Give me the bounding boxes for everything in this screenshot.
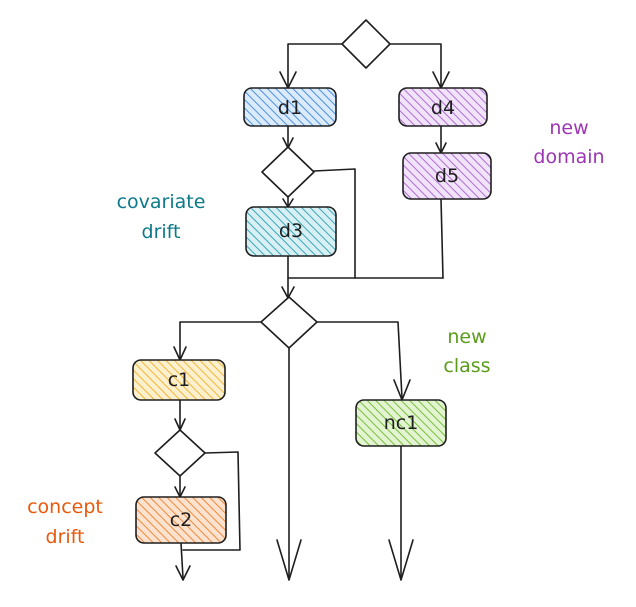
annotation-concept-drift: concept drift xyxy=(27,496,103,548)
decision-diamond-top xyxy=(341,19,391,69)
arrowhead-c2-out xyxy=(175,565,191,581)
arrowhead-center-out xyxy=(276,539,302,581)
node-c2: c2 xyxy=(135,496,227,544)
node-d1-label: d1 xyxy=(278,97,302,119)
annotation-concept-drift-line1: concept xyxy=(27,496,103,518)
edge-decision3-to-nc1 xyxy=(312,321,403,399)
edge-d5-down xyxy=(440,198,444,279)
node-nc1: nc1 xyxy=(355,399,447,447)
annotation-new-class-line2: class xyxy=(443,355,490,377)
annotation-new-domain: new domain xyxy=(533,117,604,168)
decision-diamond-covariate xyxy=(261,146,315,198)
node-d5-label: d5 xyxy=(435,165,459,187)
annotation-concept-drift-line2: drift xyxy=(46,526,85,548)
edge-c2-down xyxy=(180,542,184,579)
node-c1-label: c1 xyxy=(168,369,191,391)
edge-top-decision-to-d4 xyxy=(389,43,442,87)
annotation-covariate-drift-line2: drift xyxy=(142,221,181,243)
annotation-covariate-drift-line1: covariate xyxy=(117,191,206,213)
node-d3-label: d3 xyxy=(279,220,303,242)
node-d4: d4 xyxy=(398,87,488,127)
edge-decision4-bypass xyxy=(182,451,241,551)
decision-diamond-concept xyxy=(154,429,206,477)
annotation-new-domain-line1: new xyxy=(549,117,588,139)
node-nc1-label: nc1 xyxy=(384,412,419,434)
node-d4-label: d4 xyxy=(431,97,455,119)
edge-top-decision-to-d1 xyxy=(287,43,343,87)
edge-decision3-to-c1 xyxy=(179,321,266,359)
annotation-covariate-drift: covariate drift xyxy=(117,191,206,243)
edge-decision2-bypass xyxy=(313,168,356,279)
annotation-new-class-line1: new xyxy=(447,326,486,348)
arrowhead-nc1-out xyxy=(388,539,414,581)
node-c1: c1 xyxy=(132,359,226,401)
node-d3: d3 xyxy=(245,206,337,257)
annotation-new-class: new class xyxy=(443,326,490,377)
node-d1: d1 xyxy=(243,87,337,127)
node-c2-label: c2 xyxy=(170,509,193,531)
node-d5: d5 xyxy=(402,152,492,200)
decision-diamond-split xyxy=(260,296,318,349)
annotation-new-domain-line2: domain xyxy=(533,146,604,168)
